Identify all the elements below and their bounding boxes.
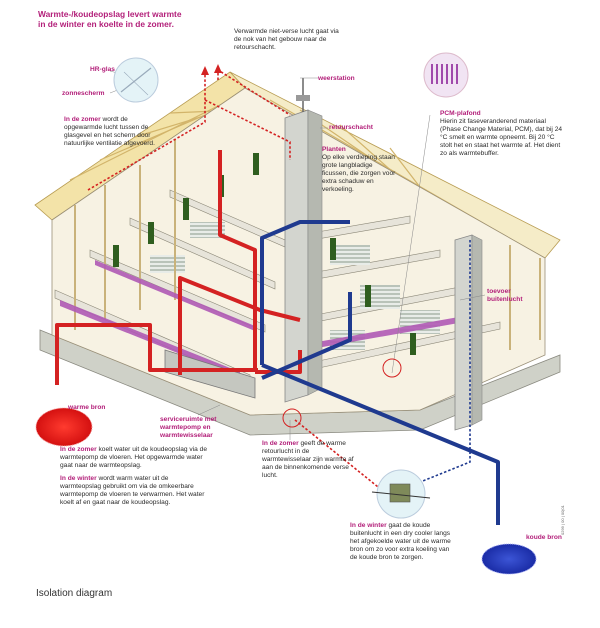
diagram-title: Warmte-/koudeopslag levert warmte in de …: [38, 9, 182, 29]
pcm-marker: [382, 358, 402, 378]
dry-cooler-note: In de winter gaat de koude buitenlucht i…: [350, 522, 451, 562]
credit-text: 0299 | 00 | 00|01: [560, 505, 565, 535]
label-retourschacht: retourschacht: [329, 124, 373, 131]
bottom-summer-note: In de zomer koelt water uit de koudeopsl…: [60, 446, 207, 470]
summer-ventilation-note: In de zomer wordt de opgewarmde lucht tu…: [64, 116, 155, 148]
bottom-winter-note: In de winter wordt warm water uit de war…: [60, 475, 205, 507]
label-weerstation: weerstation: [318, 75, 355, 82]
exhaust-arrows: [201, 64, 222, 75]
label-warme-bron: warme bron: [68, 404, 106, 411]
label-toevoer: toevoer buitenlucht: [487, 288, 523, 304]
heat-exchanger-note: In de zomer geeft de warme retourlucht i…: [262, 440, 354, 480]
label-service: serviceruimte met warmtepomp en warmtewi…: [160, 416, 217, 440]
cold-source: [481, 543, 537, 575]
label-zonnescherm: zonnescherm: [62, 90, 105, 97]
figure-caption: Isolation diagram: [36, 588, 113, 599]
label-koude-bron: koude bron: [526, 534, 562, 541]
exhaust-note: Verwarmde niet-verse lucht gaat via de n…: [234, 28, 339, 52]
floors-right: [299, 215, 501, 373]
hx-marker: [282, 408, 302, 428]
warm-pipes: [55, 150, 302, 385]
slat-panels: [150, 222, 440, 350]
cold-pipes: [260, 220, 500, 525]
warm-source: [35, 407, 93, 447]
label-hr-glas: HR-glas: [90, 66, 115, 73]
